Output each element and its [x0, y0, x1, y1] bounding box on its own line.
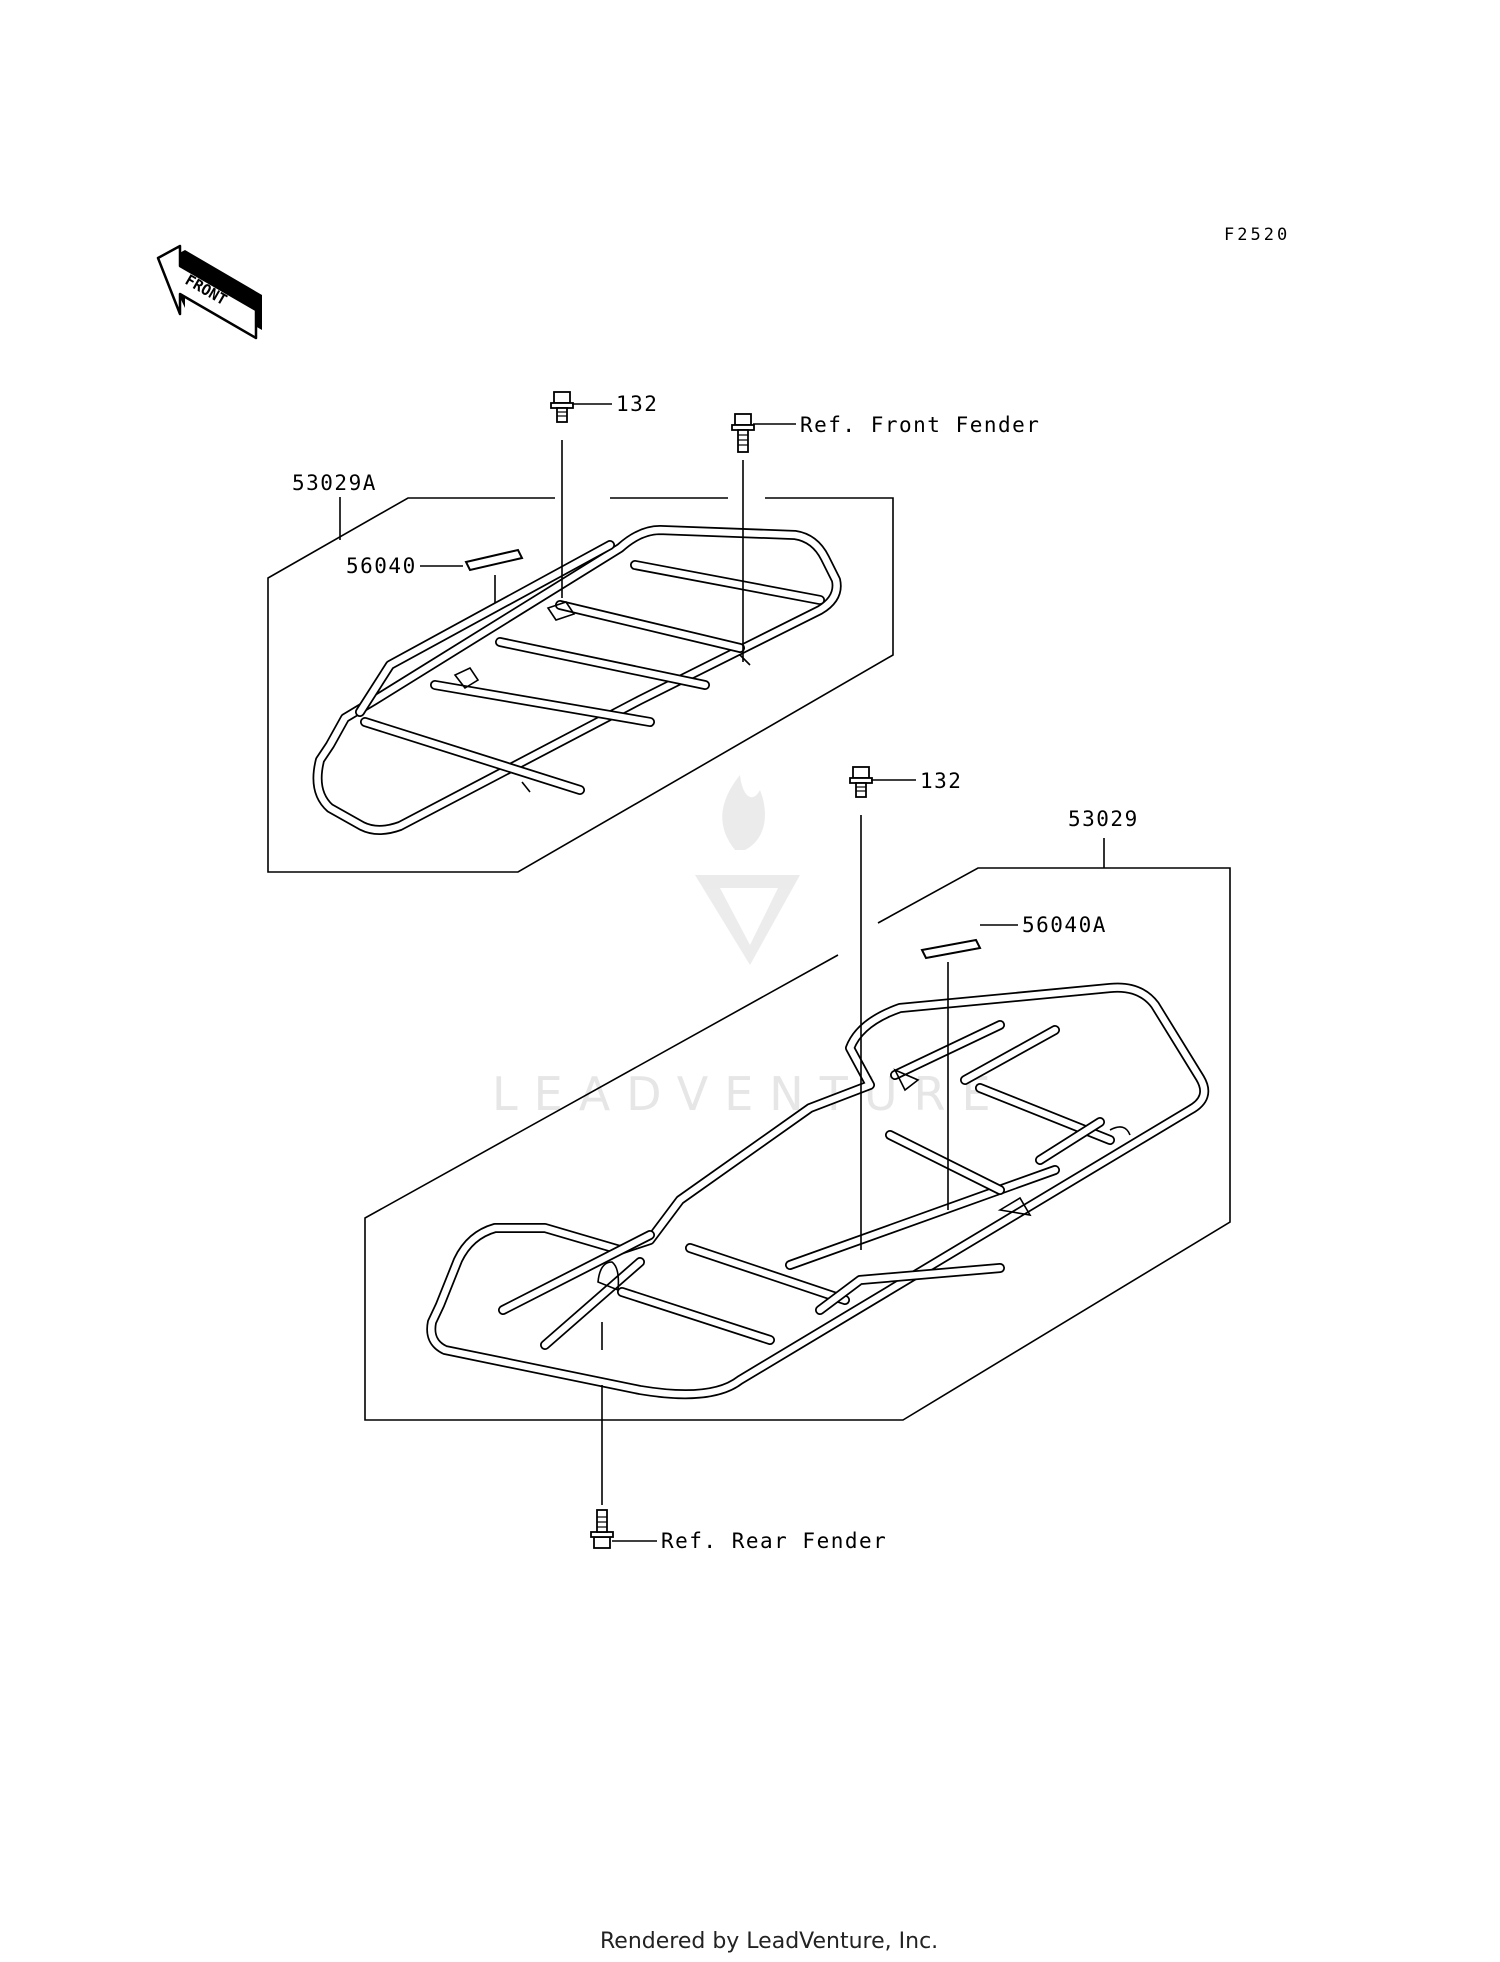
ref-front-fender-label[interactable]: Ref. Front Fender — [800, 413, 1040, 437]
watermark-text: LEADVENTURE — [492, 1067, 1007, 1121]
front-bolt-132-icon — [550, 391, 574, 423]
rear-bolt-132-icon — [849, 766, 873, 798]
rear-decal-56040a — [920, 938, 982, 960]
rear-assembly-number[interactable]: 53029 — [1068, 807, 1139, 831]
rear-carrier-group: 53029 56040A 132 — [364, 766, 1231, 1553]
ref-rear-fender-label[interactable]: Ref. Rear Fender — [661, 1529, 887, 1553]
rear-carrier-outline — [364, 867, 1231, 1421]
footer-credit: Rendered by LeadVenture, Inc. — [600, 1929, 938, 1954]
rear-decal-number[interactable]: 56040A — [1022, 913, 1107, 937]
rear-bolt-number[interactable]: 132 — [920, 769, 962, 793]
front-carrier-group: 53029A 56040 132 Ref. Front Fender — [267, 391, 1040, 873]
rear-fender-bolt-icon — [590, 1509, 614, 1549]
front-assembly-number[interactable]: 53029A — [292, 471, 377, 495]
front-fender-bolt-icon — [731, 413, 755, 453]
front-carrier-rack — [312, 525, 842, 835]
front-bolt-number[interactable]: 132 — [616, 392, 658, 416]
front-decal-56040 — [464, 548, 524, 572]
front-carrier-outline — [267, 497, 894, 873]
front-decal-number[interactable]: 56040 — [346, 554, 417, 578]
watermark-logo — [695, 775, 800, 965]
front-direction-arrow: FRONT — [156, 244, 262, 340]
rear-carrier-rack — [426, 982, 1210, 1400]
diagram-code: F2520 — [1224, 225, 1290, 245]
